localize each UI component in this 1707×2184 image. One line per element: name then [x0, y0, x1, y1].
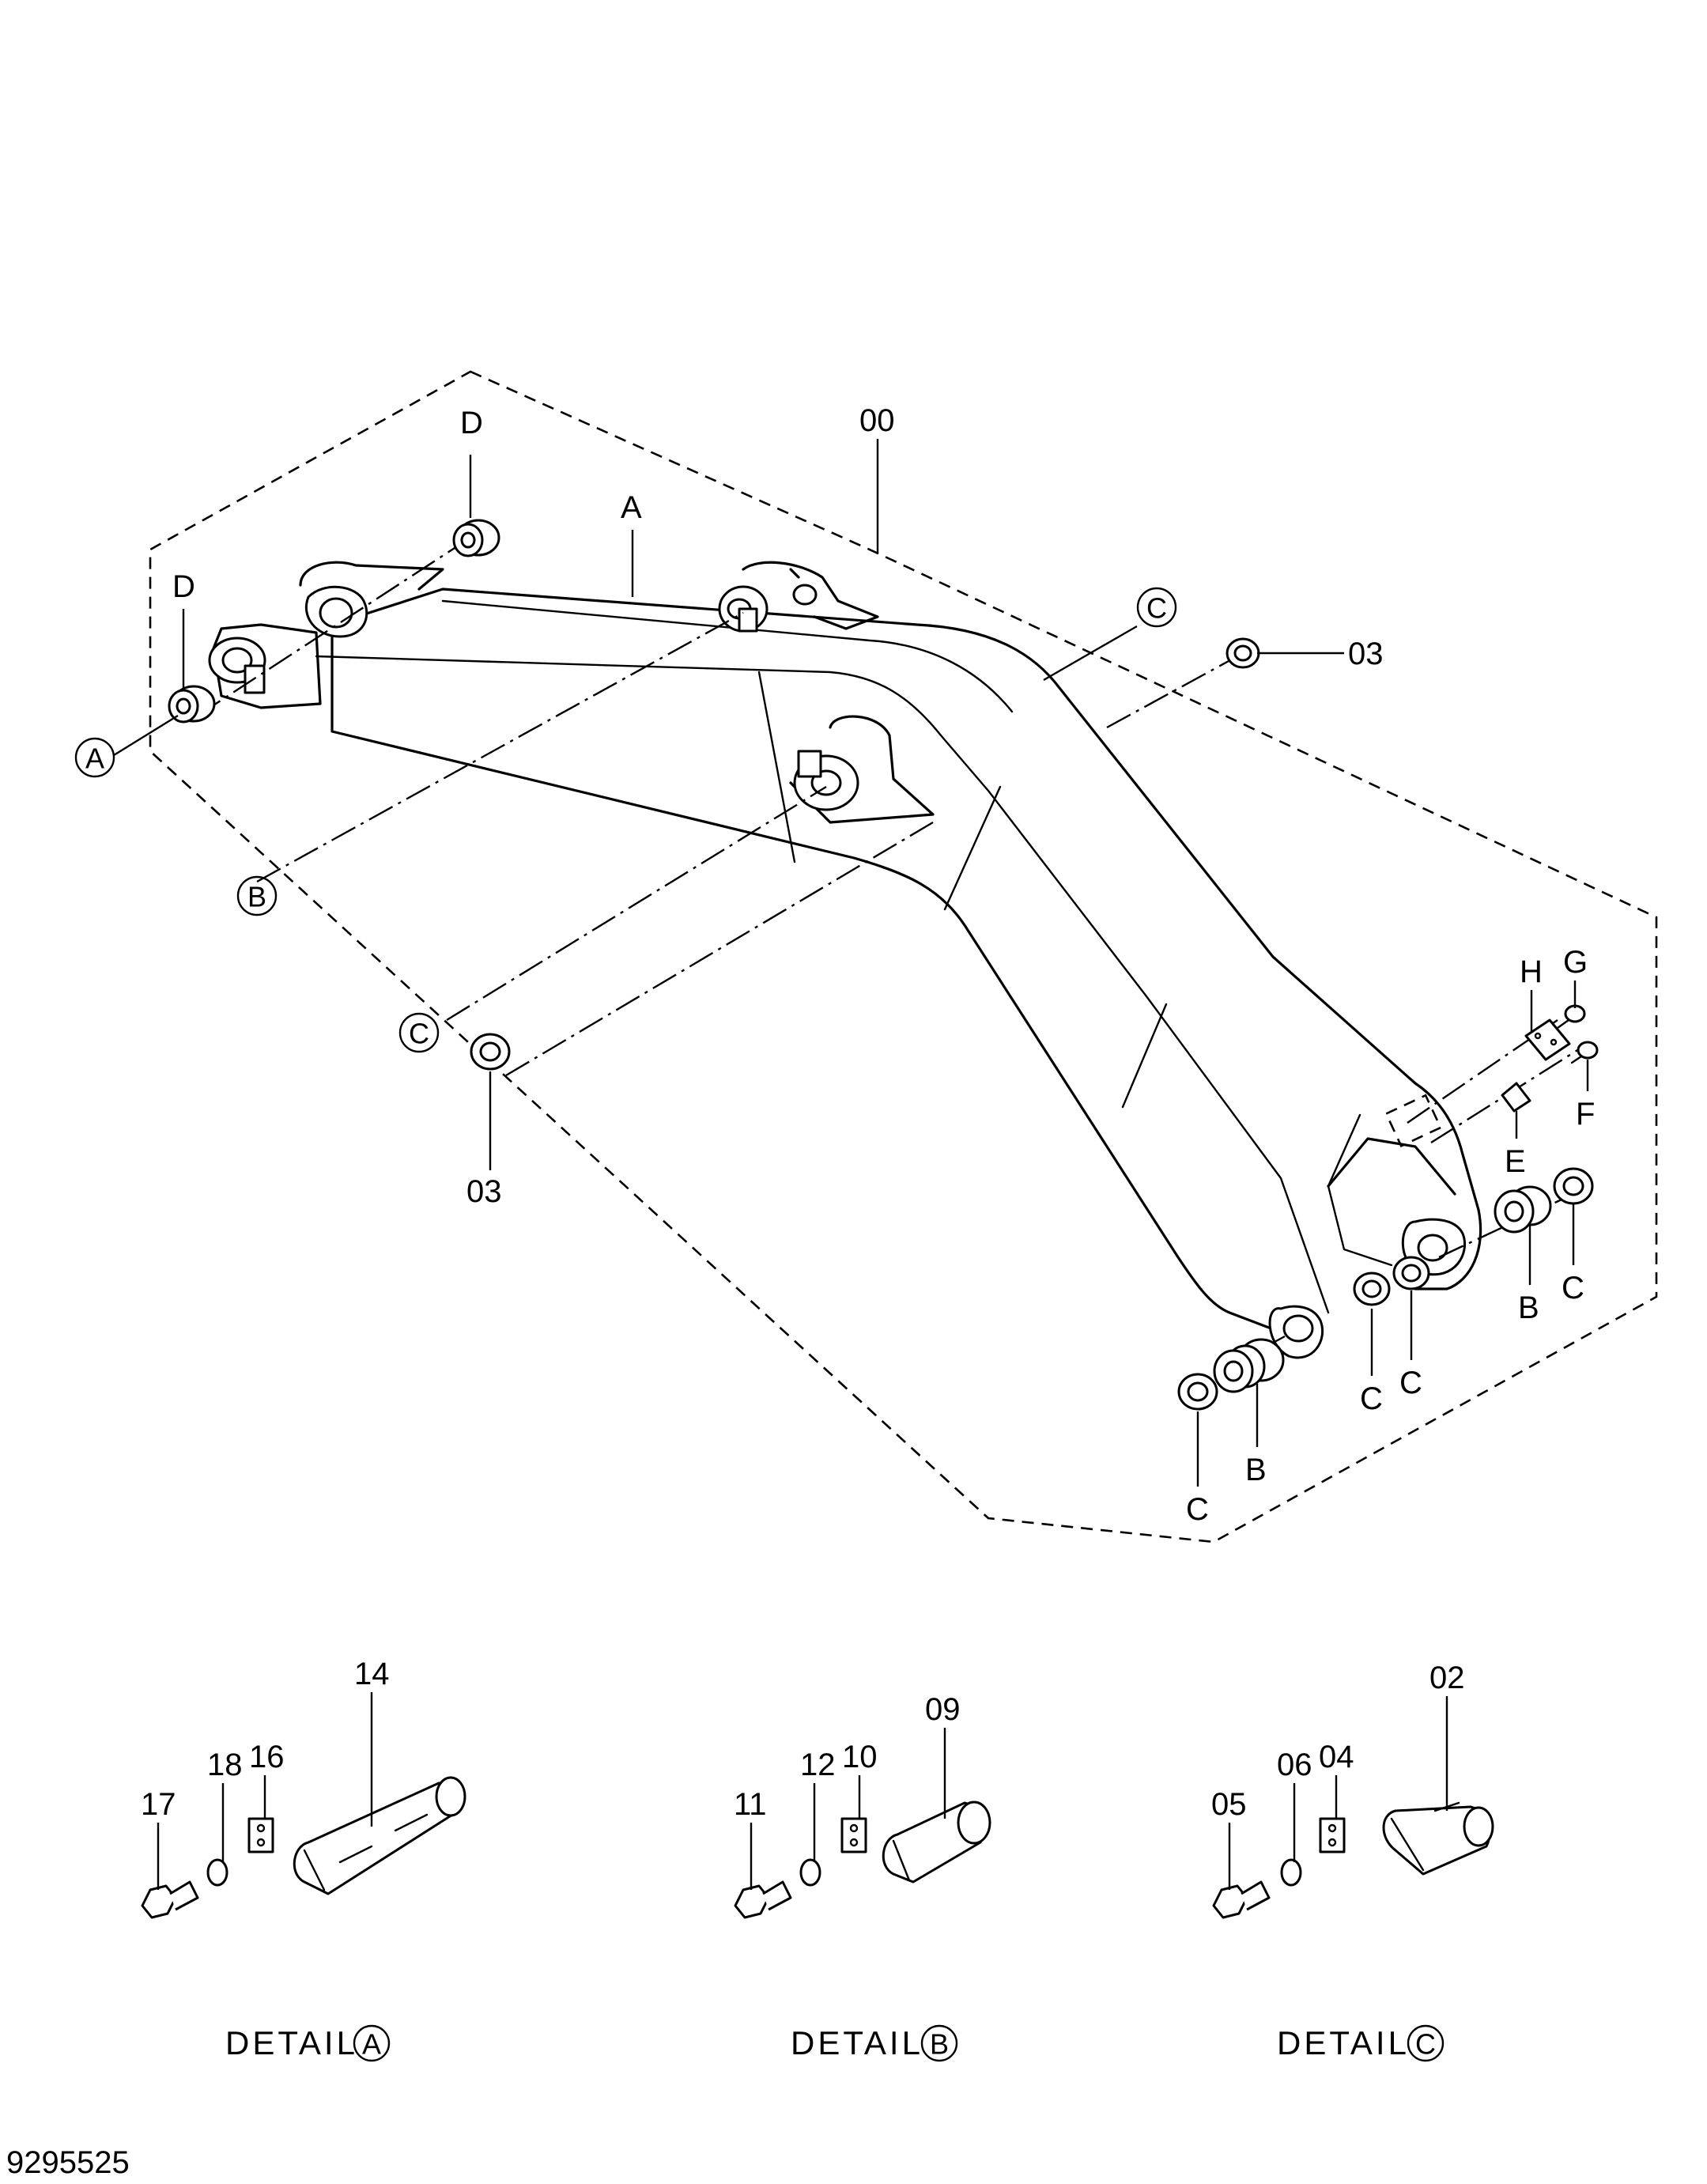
detail-b: 09 10 12 11 DETAIL B [734, 1692, 991, 2062]
label-b-right: B [1518, 1290, 1539, 1325]
bushing-d-top [452, 519, 500, 557]
detail-b-label-12: 12 [800, 1748, 836, 1782]
detail-c-label-06: 06 [1277, 1748, 1312, 1782]
detail-a-label-18: 18 [207, 1748, 243, 1782]
detail-a-title: DETAIL [225, 2024, 358, 2061]
bolt-g [1556, 1004, 1586, 1030]
detail-a-label-16: 16 [249, 1740, 285, 1774]
bushing-b-right [1494, 1185, 1552, 1234]
detail-c-title: DETAIL [1277, 2024, 1410, 2061]
plate-e [1501, 1082, 1531, 1113]
detail-c-label-04: 04 [1319, 1740, 1354, 1774]
detail-a-bolt [141, 1880, 199, 1919]
label-a-top: A [621, 490, 642, 525]
svg-text:C: C [1146, 592, 1167, 625]
detail-b-washer [799, 1858, 821, 1887]
detail-b-label-10: 10 [842, 1740, 878, 1774]
detail-a-pin [293, 1776, 466, 1895]
leaders [113, 439, 1589, 1487]
plate-h [1524, 1018, 1571, 1061]
ring-c-mid-1 [1353, 1271, 1391, 1306]
ring-c-mid-2 [1392, 1256, 1430, 1290]
svg-text:A: A [85, 742, 104, 775]
label-g: G [1563, 945, 1588, 980]
bolt-f [1570, 1041, 1599, 1064]
circled-callout-c-lower: C [398, 1012, 440, 1053]
detail-c-pin [1382, 1801, 1494, 1876]
bushing-b-bottom [1213, 1338, 1285, 1393]
label-03-left: 03 [466, 1174, 502, 1209]
detail-b-ref: B [930, 2028, 949, 2061]
detail-c-bolt [1212, 1880, 1271, 1919]
label-f: F [1576, 1097, 1595, 1132]
circled-callout-a: A [74, 737, 115, 778]
assembly-boundary [149, 370, 1658, 1544]
detail-b-title: DETAIL [791, 2024, 923, 2061]
boom [208, 561, 1482, 1359]
detail-c: 02 04 06 05 DETAIL C [1211, 1661, 1494, 2062]
ring-c-bottom [1177, 1373, 1218, 1411]
bushing-03-right [1225, 637, 1260, 669]
label-c-mid-1: C [1360, 1381, 1383, 1416]
label-assembly-00: 00 [859, 403, 895, 438]
label-h: H [1520, 954, 1543, 989]
detail-c-plate [1319, 1817, 1346, 1853]
exploded-parts [168, 519, 1599, 1411]
detail-c-washer [1280, 1858, 1302, 1887]
detail-a-ref: A [362, 2028, 381, 2061]
detail-b-bolt [734, 1880, 792, 1919]
label-c-bottom: C [1186, 1492, 1209, 1527]
detail-c-ref: C [1415, 2028, 1436, 2061]
label-e: E [1505, 1144, 1526, 1179]
document-number: 9295525 [6, 2145, 130, 2180]
label-c-mid-2: C [1399, 1366, 1422, 1400]
detail-a-label-14: 14 [354, 1657, 390, 1691]
svg-text:B: B [247, 881, 266, 913]
ring-c-right [1553, 1167, 1594, 1205]
detail-a-label-17: 17 [141, 1787, 176, 1822]
detail-a-plate [247, 1817, 274, 1853]
detail-a: 14 16 18 17 DETAIL A [141, 1657, 466, 2062]
label-03-right: 03 [1348, 637, 1384, 671]
detail-b-label-11: 11 [734, 1787, 767, 1822]
detail-a-washer [206, 1858, 228, 1887]
circled-callout-b: B [236, 875, 278, 916]
circled-callout-c-upper: C [1136, 587, 1177, 628]
detail-c-label-05: 05 [1211, 1787, 1247, 1822]
label-d-left: D [172, 569, 195, 604]
detail-b-label-09: 09 [925, 1692, 961, 1727]
bushing-d-left [168, 685, 216, 724]
label-b-bottom: B [1245, 1453, 1267, 1487]
detail-b-pin [882, 1800, 991, 1884]
label-d-top: D [460, 406, 483, 440]
detail-c-label-02: 02 [1429, 1661, 1465, 1695]
bushing-03-left [470, 1033, 511, 1071]
label-c-right: C [1562, 1271, 1584, 1305]
detail-b-plate [840, 1817, 867, 1853]
svg-text:C: C [409, 1018, 429, 1050]
